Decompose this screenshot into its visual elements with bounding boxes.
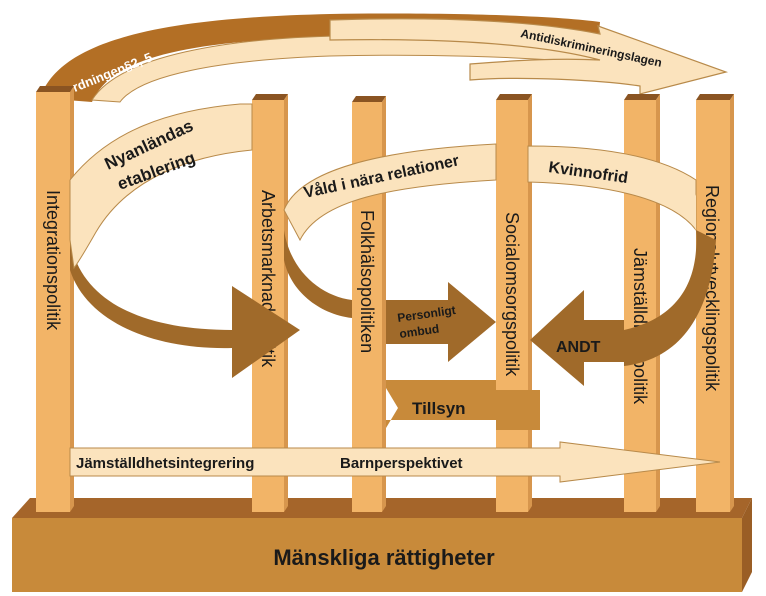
barnperspektivet-label: Barnperspektivet: [340, 455, 463, 472]
andt-arrow: ANDT: [530, 230, 716, 386]
pillar-label-socialomsorgspolitik: Socialomsorgspolitik: [502, 212, 522, 377]
tillsyn-shape: [386, 380, 540, 430]
kvinnofrid-arrow: Kvinnofrid: [527, 145, 697, 232]
andt-arrow-head: [530, 290, 624, 386]
antidiskriminering-shape: [329, 18, 729, 95]
base-side-face: [742, 498, 752, 592]
antidiskriminering-arrow: Antidiskrimineringslagen: [329, 18, 729, 95]
base-front-face: [12, 518, 742, 592]
personligt-ombud-arrow: Personligt ombud: [386, 282, 496, 362]
vald-arrow: Våld i nära relationer: [283, 143, 497, 318]
vald-light-band: [283, 143, 497, 242]
base-label: Mänskliga rättigheter: [273, 545, 495, 570]
base-platform: Mänskliga rättigheter: [12, 498, 752, 592]
vald-dark-body: [284, 230, 352, 318]
pillar-label-folkhalsopolitiken: Folkhälsopolitiken: [357, 210, 377, 353]
nyanlandas-dark-body: [70, 240, 300, 378]
pillar-integrationspolitik: Integrationspolitik: [36, 86, 74, 512]
tillsyn-label: Tillsyn: [412, 399, 466, 418]
pillar-socialomsorgspolitik: Socialomsorgspolitik: [496, 94, 532, 512]
andt-label: ANDT: [556, 339, 601, 356]
pillar-label-integrationspolitik: Integrationspolitik: [43, 190, 63, 331]
personligt-ombud-label-2: ombud: [398, 322, 440, 341]
tillsyn-arrow: Tillsyn: [386, 380, 540, 430]
personligt-ombud-shape: [386, 282, 496, 362]
nyanlandas-light-band: [69, 103, 253, 270]
bottom-arrow: Jämställdhetsintegrering Barnperspektive…: [69, 441, 721, 483]
andt-swirl-body: [624, 230, 716, 366]
kvinnofrid-light-right: [656, 170, 696, 230]
bottom-arrow-shape: [69, 441, 721, 483]
jamstalldhetsintegrering-label: Jämställdhetsintegrering: [76, 455, 254, 472]
